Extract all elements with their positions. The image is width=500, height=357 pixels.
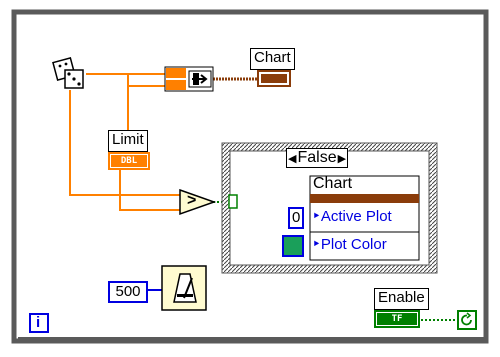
case-increment-arrow-icon[interactable]: ▶ bbox=[337, 152, 347, 165]
loop-condition-icon bbox=[457, 310, 477, 330]
limit-type-text: DBL bbox=[111, 155, 147, 167]
enable-indicator-type[interactable]: TF bbox=[374, 310, 420, 328]
bundle-node bbox=[164, 66, 214, 92]
limit-control-type[interactable]: DBL bbox=[108, 152, 150, 170]
numeric-wires bbox=[69, 73, 180, 211]
iteration-terminal[interactable]: i bbox=[36, 314, 41, 331]
wait-ms-constant[interactable]: 500 bbox=[108, 281, 148, 303]
active-plot-property[interactable]: ‣Active Plot bbox=[312, 208, 392, 225]
case-selector[interactable]: ◀ False ▶ bbox=[286, 148, 349, 168]
limit-control-label[interactable]: Limit bbox=[108, 130, 148, 152]
case-decrement-arrow-icon[interactable]: ◀ bbox=[288, 152, 297, 165]
wait-ms-metronome-icon bbox=[161, 265, 207, 311]
plot-color-property[interactable]: ‣Plot Color bbox=[312, 236, 387, 253]
plot-color-constant[interactable] bbox=[282, 235, 304, 257]
chart-terminal-label[interactable]: Chart bbox=[250, 48, 295, 70]
dice-to-compare-wire bbox=[69, 90, 180, 196]
iteration-terminal-frame bbox=[29, 313, 49, 333]
plot-color-label: Plot Color bbox=[320, 236, 387, 253]
active-plot-constant[interactable]: 0 bbox=[288, 207, 304, 229]
property-node bbox=[309, 175, 420, 261]
dice-to-bundle-wires bbox=[86, 73, 166, 87]
chart-terminal-type[interactable] bbox=[257, 70, 291, 87]
case-structure-frame bbox=[222, 143, 437, 273]
while-loop-bottom-edge bbox=[18, 337, 486, 343]
active-plot-label: Active Plot bbox=[320, 208, 392, 225]
enable-indicator-label[interactable]: Enable bbox=[374, 288, 429, 310]
random-number-dice-icon bbox=[52, 57, 84, 89]
greater-than-symbol: > bbox=[187, 192, 197, 209]
greater-than-node bbox=[179, 188, 217, 216]
limit-to-compare-wire bbox=[119, 150, 180, 211]
case-selector-tunnel bbox=[228, 194, 238, 209]
enable-type-text: TF bbox=[377, 313, 417, 325]
case-selector-value: False bbox=[297, 149, 337, 166]
property-node-title[interactable]: Chart bbox=[313, 175, 353, 192]
